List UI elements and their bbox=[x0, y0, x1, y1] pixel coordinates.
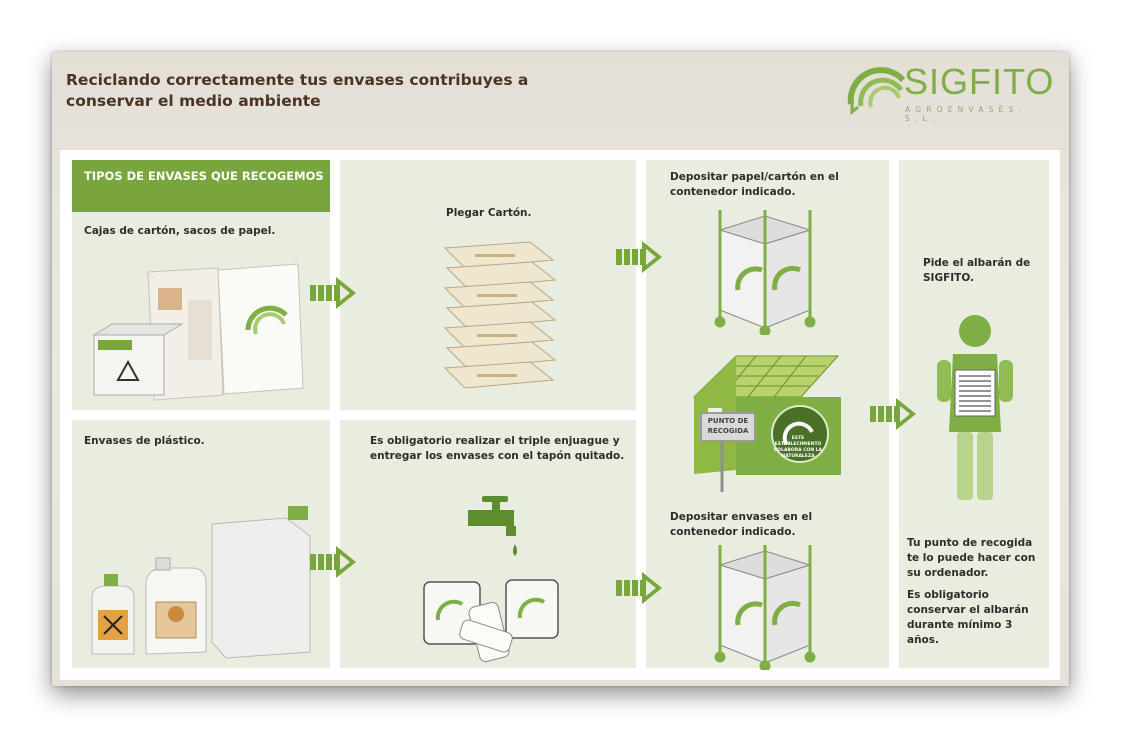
panel-plastic-types: Envases de plástico. bbox=[72, 420, 330, 668]
arrow-right-icon bbox=[870, 398, 916, 430]
headline: Reciclando correctamente tus envases con… bbox=[66, 71, 529, 110]
logo-arcs-icon bbox=[847, 67, 906, 115]
infographic-poster: Reciclando correctamente tus envases con… bbox=[52, 52, 1069, 686]
panel-triple-rinse: Es obligatorio realizar el triple enjuag… bbox=[340, 420, 636, 668]
online-note: Tu punto de recogida te lo puede hacer c… bbox=[907, 537, 1036, 579]
panel-cardboard-types: TIPOS DE ENVASES QUE RECOGEMOS Cajas de … bbox=[72, 160, 330, 410]
rinsed-containers-image bbox=[423, 579, 559, 663]
logo-wordmark: SIGFITO bbox=[904, 61, 1055, 102]
paper-container-bag-icon bbox=[714, 210, 816, 335]
types-header: TIPOS DE ENVASES QUE RECOGEMOS bbox=[72, 160, 330, 212]
deposit-paper-label: Depositar papel/cartón en el contenedor … bbox=[670, 171, 839, 198]
sigfito-logo: SIGFITO AGROENVASES, S.L. bbox=[847, 60, 1062, 123]
arrow-right-icon bbox=[616, 241, 662, 273]
rinse-instruction: Es obligatorio realizar el triple enjuag… bbox=[370, 435, 625, 462]
panel-deposit: Depositar papel/cartón en el contenedor … bbox=[646, 160, 889, 670]
collaboration-seal-text: ESTE ESTABLECIMIENTO COLABORA CON LA NAT… bbox=[773, 436, 823, 459]
arrow-right-icon bbox=[310, 546, 356, 578]
person-with-document-icon bbox=[937, 315, 1013, 500]
collection-point-house-icon bbox=[692, 355, 841, 492]
arrow-right-icon bbox=[310, 277, 356, 309]
folded-sacks-image bbox=[443, 241, 557, 389]
collection-point-sign: PUNTO DE RECOGIDA bbox=[700, 412, 756, 442]
types-header-label: TIPOS DE ENVASES QUE RECOGEMOS bbox=[84, 169, 324, 183]
water-tap-icon bbox=[468, 496, 517, 556]
cardboard-products-image bbox=[92, 263, 304, 401]
panel-receipt: Pide el albarán de SIGFITO. Tu punto de … bbox=[899, 160, 1049, 668]
arrow-right-icon bbox=[616, 572, 662, 604]
plastic-containers-image bbox=[91, 506, 311, 659]
plastic-container-bag-icon bbox=[714, 545, 816, 670]
deposit-containers-label: Depositar envases en el contenedor indic… bbox=[670, 511, 813, 538]
steps-board: TIPOS DE ENVASES QUE RECOGEMOS Cajas de … bbox=[60, 150, 1060, 680]
logo-subtitle: AGROENVASES, S.L. bbox=[905, 105, 1027, 123]
plastic-label: Envases de plástico. bbox=[84, 435, 205, 447]
fold-label: Plegar Cartón. bbox=[446, 207, 532, 219]
panel-fold-cardboard: Plegar Cartón. bbox=[340, 160, 636, 410]
collection-point-sign-text: PUNTO DE RECOGIDA bbox=[707, 417, 749, 435]
keep-receipt-note: Es obligatorio conservar el albarán dura… bbox=[907, 589, 1029, 646]
cardboard-label: Cajas de cartón, sacos de papel. bbox=[84, 225, 276, 237]
ask-receipt-label: Pide el albarán de SIGFITO. bbox=[923, 257, 1031, 284]
